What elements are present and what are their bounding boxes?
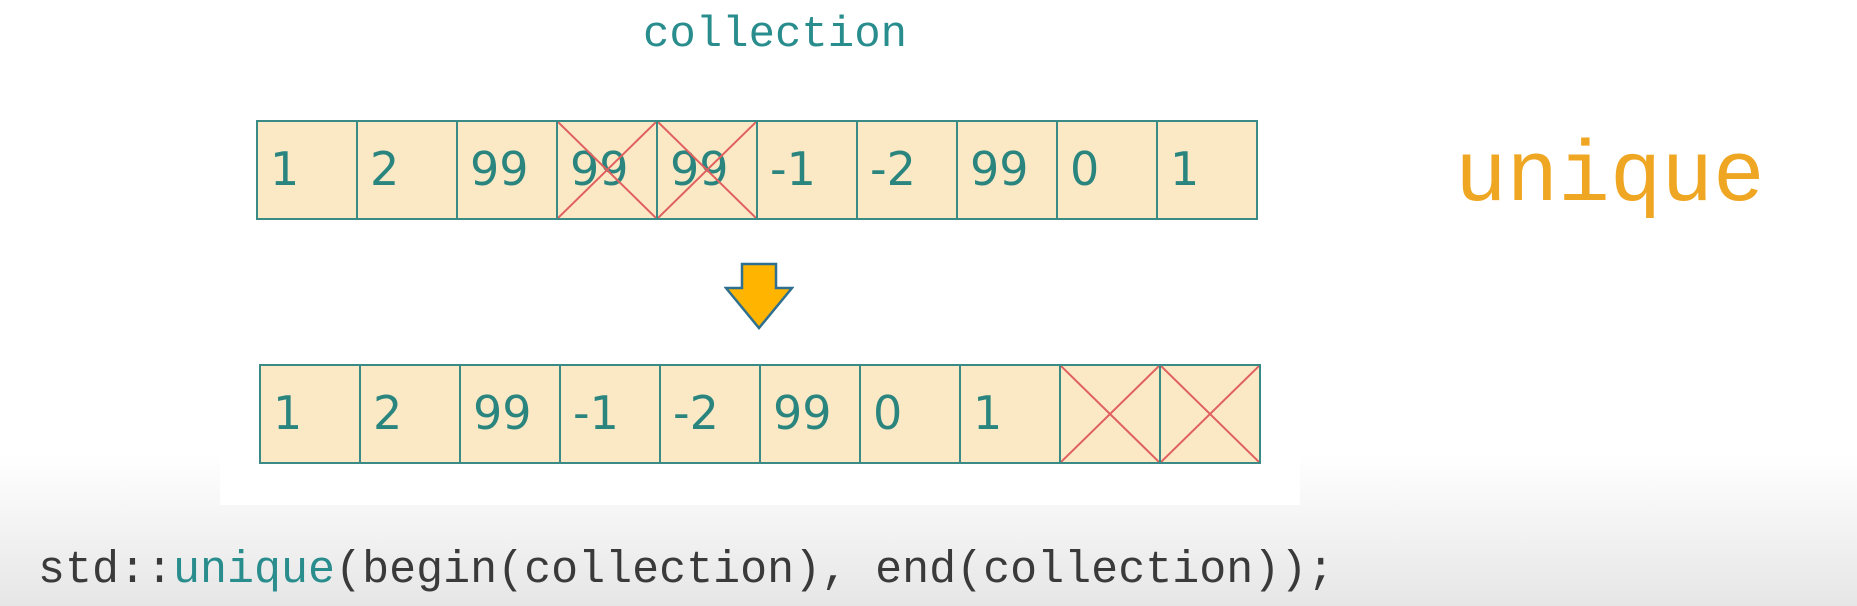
cell-value: 99: [670, 142, 729, 196]
after-cell: -2: [659, 364, 761, 464]
code-line: std::unique(begin(collection), end(colle…: [38, 545, 1334, 596]
after-cell: [1159, 364, 1261, 464]
cell-value: 1: [270, 142, 300, 196]
after-cell: [1059, 364, 1161, 464]
cell-value: 2: [373, 386, 403, 440]
algorithm-label: unique: [1455, 128, 1765, 226]
before-cell: 99: [656, 120, 758, 220]
before-cell: 99: [456, 120, 558, 220]
cell-value: 99: [970, 142, 1029, 196]
code-args: (begin(collection), end(collection));: [335, 545, 1335, 596]
before-cell: -2: [856, 120, 958, 220]
cross-out-icon: [658, 122, 756, 218]
cell-value: -2: [673, 386, 719, 440]
cell-value: 99: [773, 386, 832, 440]
before-array: 1 2 99 99 99 -1 -2 99 0 1: [256, 120, 1258, 220]
code-function: unique: [173, 545, 336, 596]
after-cell: 0: [859, 364, 961, 464]
code-prefix: std::: [38, 545, 174, 596]
cell-value: 99: [570, 142, 629, 196]
after-cell: 2: [359, 364, 461, 464]
cell-value: 1: [973, 386, 1003, 440]
after-cell: 99: [459, 364, 561, 464]
cell-value: 0: [873, 386, 903, 440]
down-arrow-icon: [724, 262, 794, 330]
cross-out-icon: [1061, 366, 1159, 462]
cell-value: 1: [1170, 142, 1200, 196]
cell-value: -1: [573, 386, 619, 440]
after-cell: 1: [959, 364, 1061, 464]
after-cell: -1: [559, 364, 661, 464]
before-cell: 0: [1056, 120, 1158, 220]
cell-value: 0: [1070, 142, 1100, 196]
cross-out-icon: [1161, 366, 1259, 462]
after-cell: 1: [259, 364, 361, 464]
after-cell: 99: [759, 364, 861, 464]
after-array: 1 2 99 -1 -2 99 0 1: [259, 364, 1261, 464]
before-cell: 99: [556, 120, 658, 220]
cell-value: -1: [770, 142, 816, 196]
before-cell: 1: [1156, 120, 1258, 220]
cell-value: 1: [273, 386, 303, 440]
cell-value: 99: [470, 142, 529, 196]
cell-value: -2: [870, 142, 916, 196]
cell-value: 2: [370, 142, 400, 196]
before-cell: 99: [956, 120, 1058, 220]
cross-out-icon: [558, 122, 656, 218]
cell-value: 99: [473, 386, 532, 440]
collection-title: collection: [642, 10, 908, 60]
before-cell: 2: [356, 120, 458, 220]
before-cell: 1: [256, 120, 358, 220]
before-cell: -1: [756, 120, 858, 220]
